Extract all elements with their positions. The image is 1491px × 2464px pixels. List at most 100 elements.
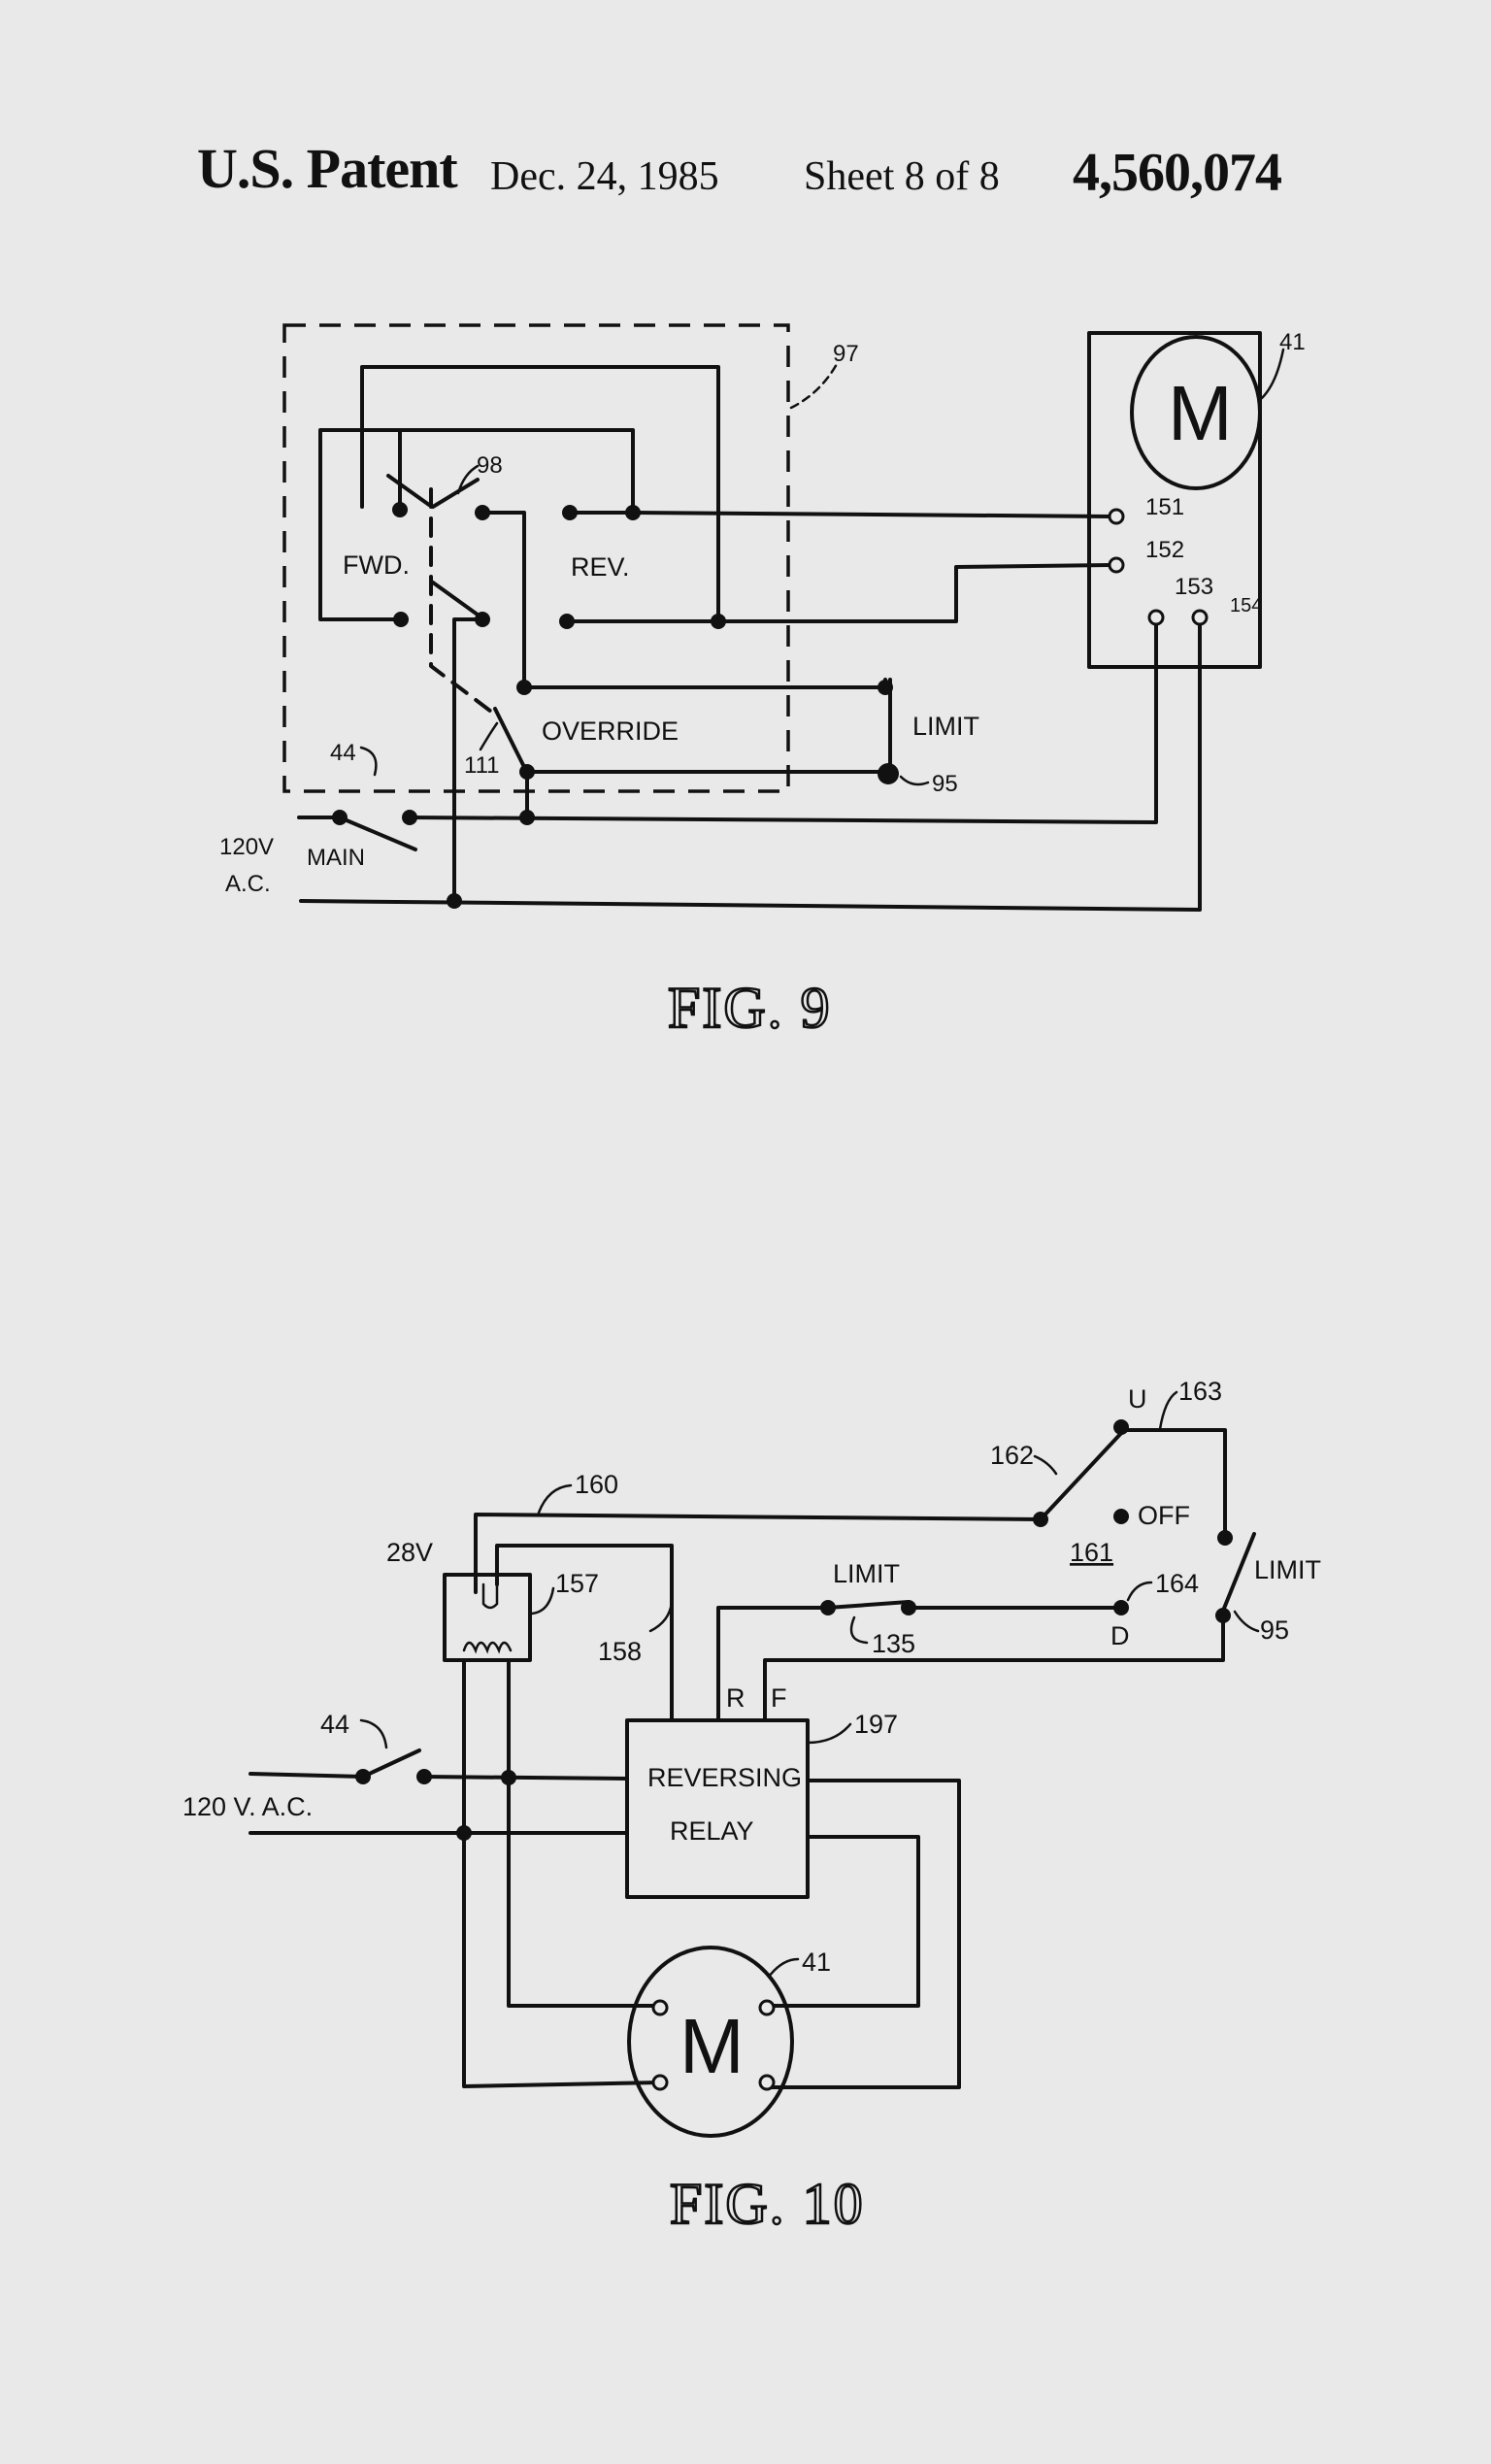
fig10-wire-163: [1122, 1428, 1227, 1540]
fig10-label-160: 160: [575, 1470, 618, 1499]
fig10-ref-leader-95: [1233, 1610, 1260, 1633]
fig9-node: [447, 893, 462, 909]
fig9-wire-second-loop: [398, 428, 635, 515]
fig9-label-154: 154: [1230, 595, 1262, 616]
fig9-node: [516, 680, 532, 695]
fig10-switch-162: [1039, 1428, 1126, 1521]
fig9-diagram: 97 98 41 M FWD. REV. OVERRIDE 111 LIMIT …: [219, 323, 1306, 1041]
fig10-node: [1033, 1512, 1048, 1527]
fig9-node: [562, 505, 578, 520]
fig10-ref-leader-135: [849, 1615, 869, 1645]
fig10-label-relay-1: REVERSING: [647, 1763, 802, 1792]
fig10-main-switch: [361, 1748, 421, 1779]
fig9-label-153: 153: [1175, 574, 1213, 600]
fig9-node: [519, 764, 535, 780]
fig9-switch-blade-lower: [431, 581, 483, 619]
fig9-terminal-151: [1108, 508, 1125, 525]
fig10-label-limit-95: LIMIT: [1254, 1555, 1321, 1584]
fig9-ref-leader-95: [899, 775, 930, 786]
fig10-wire-relay-motor-2: [767, 1835, 920, 2008]
fig9-label-main: MAIN: [307, 845, 365, 871]
fig10-label-157: 157: [555, 1569, 599, 1598]
header-sheet: Sheet 8 of 8: [804, 154, 1000, 199]
fig9-wire-switch-to-ac: [452, 617, 484, 903]
fig10-label-161: 161: [1070, 1538, 1113, 1567]
fig9-label-151: 151: [1145, 494, 1184, 520]
fig9-ref-leader-41: [1260, 348, 1285, 400]
fig10-wire-primary-b: [462, 1658, 662, 2088]
fig10-motor-terminal: [758, 2074, 776, 2091]
fig10-label-41: 41: [802, 1948, 831, 1977]
fig10-node: [1217, 1530, 1233, 1546]
fig10-node: [1113, 1600, 1129, 1615]
fig10-label-163: 163: [1178, 1377, 1222, 1406]
fig9-label-override: OVERRIDE: [542, 716, 679, 746]
fig10-label-off: OFF: [1138, 1501, 1190, 1530]
fig10-wire-r: [716, 1606, 830, 1722]
fig10-node: [1113, 1509, 1129, 1524]
fig9-ref-leader-98: [456, 464, 480, 495]
fig9-terminal-152: [1108, 556, 1125, 574]
fig10-limit-95-blade: [1219, 1532, 1256, 1617]
fig9-label-97: 97: [833, 341, 859, 367]
fig10-node: [1215, 1608, 1231, 1623]
fig10-label-r: R: [726, 1683, 746, 1713]
fig10-label-relay-2: RELAY: [670, 1816, 754, 1846]
fig10-ref-leader-163: [1158, 1390, 1178, 1431]
fig10-ref-leader-157: [530, 1586, 555, 1615]
fig10-diagram: 28V 160 157 158 44 120 V. A.C. REVERSING…: [182, 1377, 1321, 2237]
fig9-wire-to-153: [408, 619, 1158, 824]
fig9-label-supply-1: 120V: [219, 834, 274, 860]
fig10-ref-leader-160: [537, 1483, 573, 1515]
fig10-label-162: 162: [990, 1441, 1034, 1470]
fig10-label-44: 44: [320, 1710, 349, 1739]
fig9-wire-to-limit: [522, 678, 887, 689]
fig9-terminal-154: [1191, 609, 1209, 626]
fig9-label-41: 41: [1279, 329, 1306, 355]
fig9-node: [393, 612, 409, 627]
fig9-control-box-97: [282, 323, 790, 793]
fig10-wire-f: [763, 1615, 1225, 1722]
fig10-motor-terminal: [758, 1999, 776, 2016]
fig9-node: [711, 614, 726, 629]
header-patent-number: 4,560,074: [1073, 143, 1282, 203]
fig10-ref-leader-197: [806, 1722, 852, 1745]
fig10-motor-terminal: [651, 1999, 669, 2016]
fig10-ref-leader-158: [648, 1600, 674, 1633]
fig9-motor-symbol: [1130, 335, 1262, 490]
fig9-motor-housing: [1087, 331, 1262, 669]
fig10-main-in: [248, 1772, 365, 1779]
fig10-label-28v: 28V: [386, 1538, 433, 1567]
fig10-node: [901, 1600, 916, 1615]
fig10-wire-to-relay-top: [422, 1775, 629, 1781]
fig9-node: [559, 614, 575, 629]
fig9-wire-to-152: [565, 563, 1116, 623]
fig10-ref-leader-44: [359, 1718, 388, 1749]
fig9-wire-to-154: [299, 619, 1202, 912]
fig9-switch-blade-rev: [431, 478, 480, 509]
fig9-label-152: 152: [1145, 537, 1184, 563]
fig9-ref-leader-111: [479, 721, 499, 751]
fig10-label-197: 197: [854, 1710, 898, 1739]
fig9-ref-leader-97: [789, 362, 839, 410]
fig9-node: [475, 505, 490, 520]
fig9-node: [625, 505, 641, 520]
fig10-node: [501, 1770, 516, 1785]
fig10-limit-135-blade: [826, 1600, 911, 1610]
header-date: Dec. 24, 1985: [490, 154, 719, 199]
fig10-label-164: 164: [1155, 1569, 1199, 1598]
fig10-label-158: 158: [598, 1637, 642, 1666]
fig10-node: [355, 1769, 371, 1784]
fig9-label-supply-2: A.C.: [225, 871, 271, 897]
fig10-label-limit-135: LIMIT: [833, 1559, 900, 1588]
fig9-switch-linkage: [429, 487, 497, 716]
fig9-wire-fwd-left: [318, 428, 403, 621]
fig10-wire-160: [474, 1513, 1043, 1594]
fig10-node: [820, 1600, 836, 1615]
fig10-label-u: U: [1128, 1384, 1147, 1414]
fig10-label-d: D: [1110, 1621, 1130, 1650]
fig10-reversing-relay: [625, 1718, 810, 1899]
fig10-transformer-primary: [462, 1641, 513, 1654]
fig9-label-111: 111: [464, 752, 499, 779]
